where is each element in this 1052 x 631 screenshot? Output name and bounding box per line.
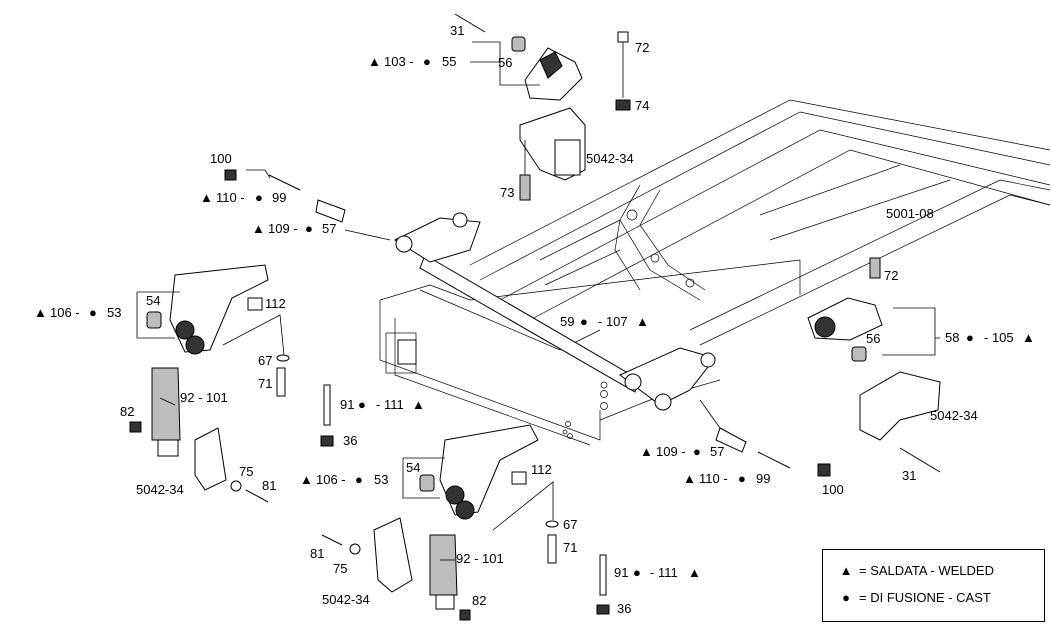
label-56-right: 56 xyxy=(866,331,880,346)
cast-symbol: ● xyxy=(693,444,701,459)
cast-symbol: ● xyxy=(305,221,313,236)
label-91-left: 91 xyxy=(340,397,354,412)
callout-labels: 31 56 ▲ 103 - ● 55 72 74 5042-34 73 100 … xyxy=(34,23,1035,616)
label-111-left: - 111 xyxy=(376,397,404,412)
label-36-bottom-text: 36 xyxy=(617,601,631,616)
label-59: 59 xyxy=(560,314,574,329)
welded-symbol: ▲ xyxy=(300,472,313,487)
label-56-top: 56 xyxy=(498,55,512,70)
welded-symbol: ▲ xyxy=(252,221,265,236)
label-92-101-left: 92 - 101 xyxy=(180,390,228,405)
label-111-bottom: - 111 xyxy=(650,565,678,580)
label-99-left: 99 xyxy=(272,190,286,205)
cast-symbol: ● xyxy=(580,314,588,329)
diagram-code: 5001-08 xyxy=(886,206,934,221)
label-107: - 107 xyxy=(598,314,628,329)
label-100-right: 100 xyxy=(822,482,844,497)
label-112-mid: 112 xyxy=(531,462,552,477)
middle-suspension-bracket xyxy=(320,384,610,621)
welded-symbol: ▲ xyxy=(688,565,701,580)
label-112-left: 112 xyxy=(265,296,286,311)
label-67-left: 67 xyxy=(258,353,272,368)
label-100-left: 100 xyxy=(210,151,232,166)
cast-symbol: ● xyxy=(633,565,641,580)
welded-symbol: ▲ xyxy=(839,563,853,578)
label-81-left: 81 xyxy=(262,478,276,493)
label-54-left: 54 xyxy=(146,293,160,308)
label-53-left: 53 xyxy=(107,305,121,320)
welded-symbol: ▲ xyxy=(1022,330,1035,345)
legend-welded-text: = SALDATA - WELDED xyxy=(859,563,994,578)
label-57-right: 57 xyxy=(710,444,724,459)
label-57-left: 57 xyxy=(322,221,336,236)
label-91-bottom: 91 xyxy=(614,565,628,580)
label-92-101-bottom: 92 - 101 xyxy=(456,551,504,566)
legend-cast-row: ● = DI FUSIONE - CAST xyxy=(839,590,991,605)
label-67-mid: 67 xyxy=(563,517,577,532)
label-58: 58 xyxy=(945,330,959,345)
cast-symbol: ● xyxy=(738,471,746,486)
label-72-right: 72 xyxy=(884,268,898,283)
right-bracket-assembly xyxy=(715,257,941,477)
label-74: 74 xyxy=(635,98,649,113)
label-36-left: 36 xyxy=(343,433,357,448)
label-72-top: 72 xyxy=(635,40,649,55)
cast-symbol: ● xyxy=(966,330,974,345)
label-73: 73 xyxy=(500,185,514,200)
legend: ▲ = SALDATA - WELDED ● = DI FUSIONE - CA… xyxy=(822,549,1045,622)
label-103: 103 - xyxy=(384,54,414,69)
axle-beam xyxy=(393,212,716,411)
label-5042-top: 5042-34 xyxy=(586,151,634,166)
welded-symbol: ▲ xyxy=(368,54,381,69)
cast-symbol: ● xyxy=(358,397,366,412)
label-5042-left: 5042-34 xyxy=(136,482,184,497)
label-31-right: 31 xyxy=(902,468,916,483)
label-109-left: 109 - xyxy=(268,221,298,236)
label-75-bottom: 75 xyxy=(333,561,347,576)
cast-symbol: ● xyxy=(423,54,431,69)
welded-symbol: ▲ xyxy=(412,397,425,412)
legend-welded-row: ▲ = SALDATA - WELDED xyxy=(839,563,994,578)
label-110-right: 110 - xyxy=(699,471,728,486)
chassis-frame xyxy=(379,99,1051,446)
cast-symbol: ● xyxy=(355,472,363,487)
welded-symbol: ▲ xyxy=(636,314,649,329)
welded-symbol: ▲ xyxy=(34,305,47,320)
label-99-right: 99 xyxy=(756,471,770,486)
label-81-bottom: 81 xyxy=(310,546,324,561)
welded-symbol: ▲ xyxy=(200,190,213,205)
leader-lines xyxy=(136,41,940,561)
label-71-mid: 71 xyxy=(563,540,577,555)
label-54-mid: 54 xyxy=(406,460,420,475)
label-110-left: 110 - xyxy=(216,190,245,205)
label-109-right: 109 - xyxy=(656,444,686,459)
cast-symbol: ● xyxy=(842,590,850,605)
top-bracket-assembly xyxy=(454,13,631,201)
label-82-bottom: 82 xyxy=(472,593,486,608)
left-suspension-bracket xyxy=(129,169,346,503)
label-5042-bottom: 5042-34 xyxy=(322,592,370,607)
legend-cast-text: = DI FUSIONE - CAST xyxy=(859,590,991,605)
label-31-top: 31 xyxy=(450,23,464,38)
label-53-mid: 53 xyxy=(374,472,388,487)
label-5042-right: 5042-34 xyxy=(930,408,978,423)
label-75-left: 75 xyxy=(239,464,253,479)
cast-symbol: ● xyxy=(89,305,97,320)
label-82-left: 82 xyxy=(120,404,134,419)
welded-symbol: ▲ xyxy=(640,444,653,459)
label-71-left: 71 xyxy=(258,376,272,391)
label-106-mid: 106 - xyxy=(316,472,346,487)
cast-symbol: ● xyxy=(255,190,263,205)
label-106-left: 106 - xyxy=(50,305,80,320)
label-105: - 105 xyxy=(984,330,1014,345)
label-55: 55 xyxy=(442,54,456,69)
welded-symbol: ▲ xyxy=(683,471,696,486)
